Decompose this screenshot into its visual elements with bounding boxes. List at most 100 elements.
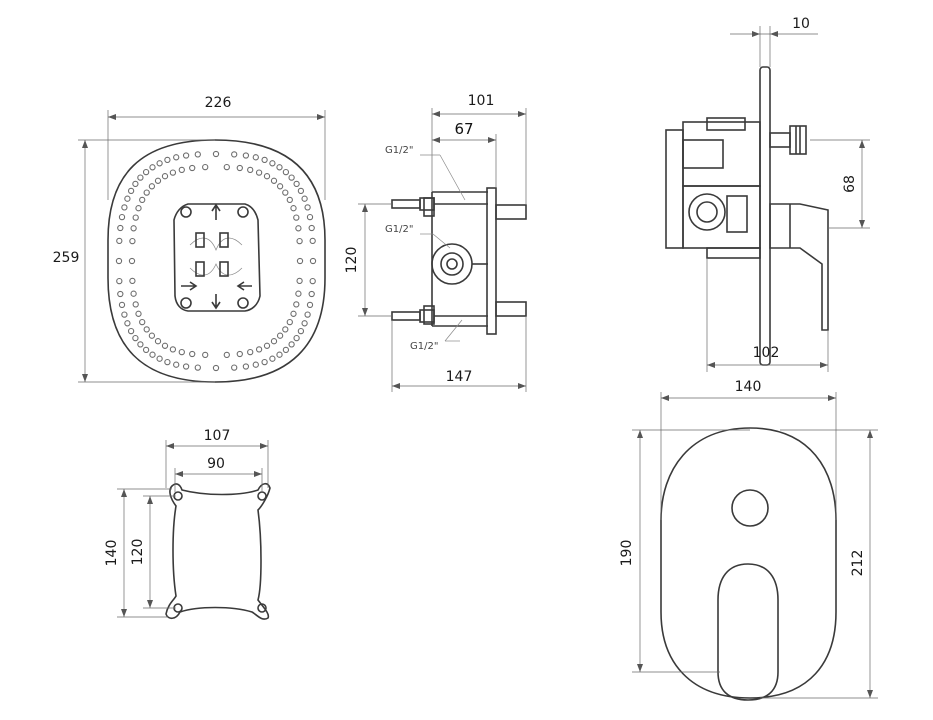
cover-lever-handle bbox=[717, 563, 779, 701]
perforation-dot bbox=[270, 177, 278, 184]
perforation-dot bbox=[309, 257, 317, 265]
perforation-dot bbox=[231, 151, 238, 158]
perforation-dot bbox=[142, 168, 150, 176]
perforation-dot bbox=[135, 205, 142, 212]
window-inner-curve-top bbox=[189, 237, 243, 251]
thread-label-top: G1/2" bbox=[385, 145, 413, 156]
perforation-dot bbox=[223, 351, 230, 359]
perforation-dot bbox=[223, 163, 230, 171]
dim-side-total-depth: 101 bbox=[468, 93, 495, 109]
perforation-dot bbox=[261, 156, 268, 164]
perforation-dot bbox=[296, 237, 303, 245]
side-sleeve-bottom bbox=[495, 301, 527, 317]
side-center-outlet bbox=[431, 243, 473, 285]
perforation-dot bbox=[242, 152, 250, 159]
perforation-dot bbox=[282, 189, 289, 196]
profile-body-top bbox=[682, 121, 761, 187]
dim-cover-width: 140 bbox=[735, 379, 762, 395]
perforation-dot bbox=[293, 180, 300, 188]
perforation-dot bbox=[173, 361, 180, 368]
perforation-dot bbox=[124, 320, 131, 327]
perforation-dot bbox=[130, 225, 137, 232]
perforation-dot bbox=[276, 351, 283, 358]
perforation-dot bbox=[242, 363, 250, 370]
perforation-dot bbox=[282, 326, 289, 333]
perforation-dot bbox=[252, 361, 259, 368]
side-body-block bbox=[431, 191, 488, 327]
perforation-dot bbox=[309, 237, 316, 245]
perforation-dot bbox=[247, 166, 254, 174]
perforation-dot bbox=[149, 351, 156, 358]
profile-outlet-nipple bbox=[789, 125, 807, 155]
profile-installed-view: 10 68 102 bbox=[665, 16, 870, 372]
arrow-left-icon bbox=[236, 281, 252, 291]
perforation-dot bbox=[143, 189, 150, 196]
perforation-dot bbox=[276, 164, 283, 171]
perforation-dot bbox=[137, 341, 144, 348]
perforation-dot bbox=[137, 174, 144, 181]
bracket-hole-br bbox=[257, 603, 267, 613]
dim-cover-outer-height: 212 bbox=[850, 550, 866, 577]
perforation-dot bbox=[127, 187, 135, 195]
perforation-dot bbox=[154, 338, 162, 345]
profile-body-left bbox=[665, 129, 684, 249]
perforation-dot bbox=[306, 301, 314, 309]
perforation-dot bbox=[116, 277, 123, 285]
perforation-dot bbox=[255, 346, 263, 353]
perforation-dot bbox=[255, 169, 263, 176]
perforation-dot bbox=[309, 277, 316, 285]
perforation-dot bbox=[297, 187, 305, 195]
profile-handle-lever bbox=[769, 203, 829, 331]
perforation-dot bbox=[143, 326, 150, 333]
perforation-dot bbox=[293, 334, 300, 342]
perforation-dot bbox=[295, 225, 302, 232]
perforation-dot bbox=[128, 257, 136, 265]
perforation-dot bbox=[247, 348, 254, 356]
perforation-dot bbox=[295, 290, 302, 297]
perforation-dot bbox=[118, 213, 126, 221]
perforation-dot bbox=[288, 341, 295, 348]
perforation-dot bbox=[297, 327, 305, 335]
perforation-dot bbox=[169, 346, 177, 353]
window-clip-2 bbox=[219, 232, 229, 248]
window-clip-4 bbox=[219, 261, 229, 277]
perforation-dot bbox=[182, 152, 190, 159]
dim-side-inlet-spacing: 120 bbox=[344, 247, 360, 274]
dim-bracket-outer-width: 107 bbox=[204, 428, 231, 444]
perforation-dot bbox=[269, 160, 276, 167]
perforation-dot bbox=[304, 311, 311, 318]
perforation-dot bbox=[182, 363, 190, 370]
perforation-dot bbox=[129, 237, 136, 245]
bracket-outline bbox=[165, 482, 271, 620]
perforation-dot bbox=[148, 183, 156, 190]
perforation-dot bbox=[161, 173, 169, 180]
cover-diverter-knob bbox=[731, 489, 769, 527]
perforation-dot bbox=[290, 205, 297, 212]
perforation-dot bbox=[301, 320, 308, 327]
perforation-dot bbox=[139, 318, 146, 326]
window-clip-1 bbox=[195, 232, 205, 248]
perforation-dot bbox=[286, 196, 293, 204]
perforation-dot bbox=[148, 332, 156, 339]
perforation-dot bbox=[132, 301, 139, 308]
perforation-dot bbox=[156, 355, 163, 362]
window-clip-3 bbox=[195, 261, 205, 277]
bracket-hole-tr bbox=[257, 491, 267, 501]
perforation-dot bbox=[132, 214, 139, 221]
thread-label-middle: G1/2" bbox=[385, 224, 413, 235]
perforation-dot bbox=[269, 355, 276, 362]
profile-cover-plate bbox=[759, 66, 771, 366]
dim-side-inner-depth: 67 bbox=[454, 120, 473, 138]
perforation-dot bbox=[286, 318, 293, 326]
perforation-dot bbox=[276, 332, 284, 339]
perforation-dot bbox=[121, 204, 128, 211]
perforation-dot bbox=[263, 173, 271, 180]
arrow-up-icon bbox=[211, 203, 221, 220]
perforation-dot bbox=[293, 214, 300, 221]
plate-perforation-pattern bbox=[115, 150, 317, 372]
perforation-dot bbox=[115, 257, 123, 265]
profile-body-port bbox=[688, 193, 726, 231]
perforation-dot bbox=[194, 151, 201, 158]
perforation-dot bbox=[142, 346, 150, 354]
perforation-dot bbox=[202, 351, 209, 359]
